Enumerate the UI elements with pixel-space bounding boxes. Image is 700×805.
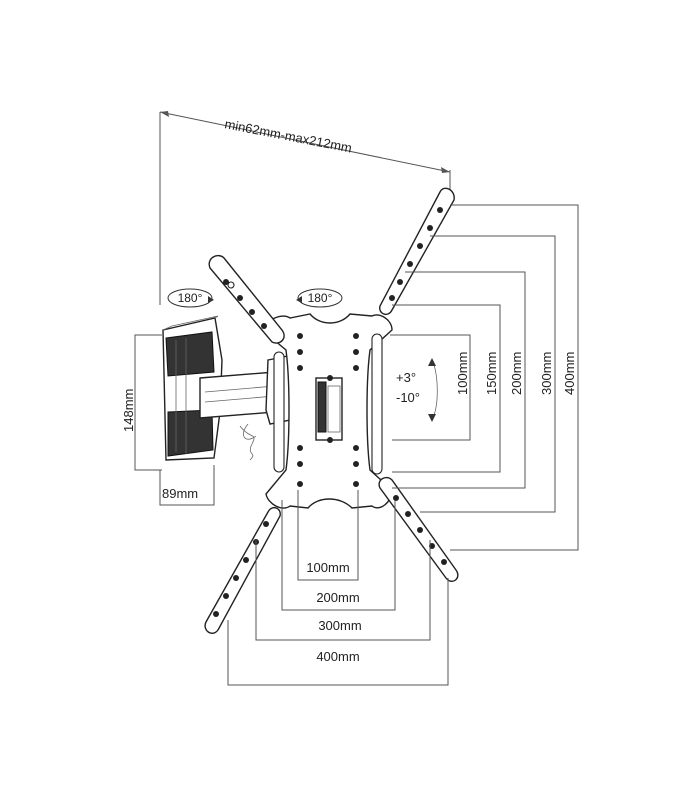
- vertical-100-label: 100mm: [455, 352, 470, 395]
- wall-plate-dimensions: 148mm 89mm: [121, 334, 215, 506]
- arm-rotation-label: 180°: [308, 291, 333, 305]
- arm-top-right: [379, 187, 455, 316]
- arm-top-left: [208, 254, 285, 344]
- arm-bottom-right: [378, 476, 459, 582]
- vertical-dimensions: 100mm 150mm 200mm 300mm 400mm: [390, 204, 579, 551]
- vertical-300-label: 300mm: [539, 352, 554, 395]
- arm-rotation-indicator: 180°: [296, 288, 343, 308]
- tilt-up-label: +3°: [396, 370, 416, 385]
- horizontal-400-label: 400mm: [316, 649, 359, 664]
- extension-label: min62mm-max212mm: [223, 116, 353, 155]
- vertical-200-label: 200mm: [509, 352, 524, 395]
- tilt-indicator: +3° -10°: [396, 358, 438, 422]
- arm-bottom-left: [204, 506, 281, 634]
- horizontal-dimensions: 100mm 200mm 300mm 400mm: [227, 490, 449, 686]
- horizontal-200-label: 200mm: [316, 590, 359, 605]
- tilt-down-label: -10°: [396, 390, 420, 405]
- vesa-plate: [261, 313, 393, 509]
- wall-plate: [162, 315, 223, 461]
- wall-rotation-label: 180°: [178, 291, 203, 305]
- horizontal-300-label: 300mm: [318, 618, 361, 633]
- depth-label: 89mm: [162, 486, 198, 501]
- vertical-150-label: 150mm: [484, 352, 499, 395]
- horizontal-100-label: 100mm: [306, 560, 349, 575]
- vertical-400-label: 400mm: [562, 352, 577, 395]
- wall-rotation-indicator: 180°: [167, 288, 214, 308]
- height-label: 148mm: [121, 389, 136, 432]
